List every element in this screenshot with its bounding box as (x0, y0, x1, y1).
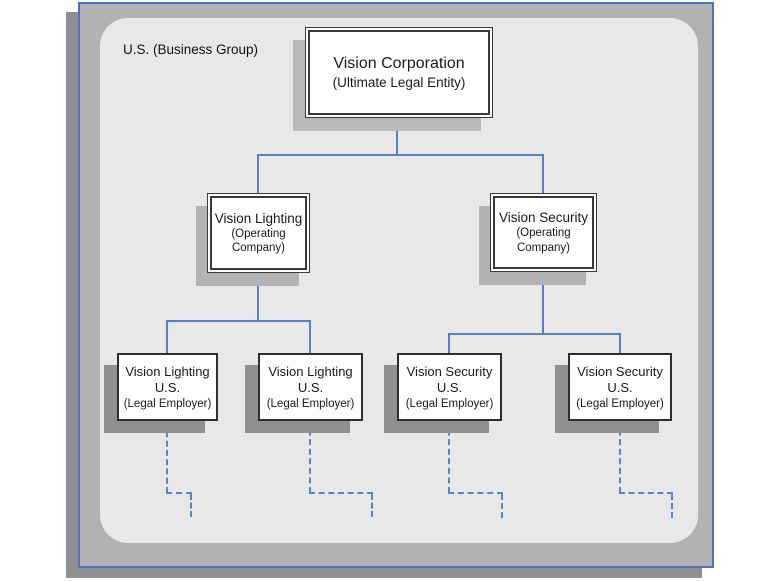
dashed-connector (166, 492, 192, 494)
node-vision-security-us-2: Vision Security U.S. (Legal Employer) (568, 353, 672, 421)
dashed-connector (619, 420, 621, 493)
node-title: Vision Corporation (333, 55, 465, 72)
node-vision-security-us-1: Vision Security U.S. (Legal Employer) (397, 353, 502, 421)
connector-line (542, 272, 544, 333)
node-subtitle: (Legal Employer) (576, 398, 664, 411)
connector-line (396, 118, 398, 155)
node-subtitle: (Legal Employer) (266, 398, 355, 411)
dashed-connector (309, 492, 373, 494)
connector-line (166, 320, 168, 353)
dashed-connector (671, 494, 673, 518)
dashed-connector (309, 420, 311, 493)
node-title: Vision Security (498, 210, 589, 226)
connector-line (309, 320, 311, 353)
node-title: Vision Lighting (214, 210, 303, 226)
dashed-connector (448, 492, 503, 494)
connector-line (257, 273, 259, 320)
node-vision-security: Vision Security (Operating Company) (490, 193, 597, 272)
node-vision-corporation: Vision Corporation (Ultimate Legal Entit… (305, 27, 493, 118)
connector-line (619, 333, 621, 353)
dashed-connector (190, 494, 192, 517)
node-subtitle: (Operating Company) (231, 227, 286, 254)
node-title: Vision Security U.S. (406, 363, 493, 395)
node-title: Vision Lighting U.S. (125, 363, 210, 395)
dashed-connector (619, 492, 673, 494)
node-subtitle: (Operating Company) (516, 227, 571, 254)
node-vision-lighting: Vision Lighting (Operating Company) (207, 193, 310, 273)
node-vision-lighting-us-2: Vision Lighting U.S. (Legal Employer) (258, 353, 363, 421)
connector-line (542, 154, 544, 193)
dashed-connector (448, 420, 450, 493)
dashed-connector (166, 422, 168, 493)
node-title: Vision Lighting U.S. (268, 363, 353, 395)
node-subtitle: (Legal Employer) (405, 398, 494, 411)
connector-line (448, 333, 450, 353)
node-subtitle: (Legal Employer) (123, 398, 212, 411)
business-group-label: U.S. (Business Group) (123, 42, 259, 57)
node-subtitle: (Ultimate Legal Entity) (332, 75, 466, 90)
connector-line (166, 320, 311, 322)
dashed-connector (501, 494, 503, 518)
connector-line (257, 154, 544, 156)
connector-line (257, 154, 259, 193)
node-title: Vision Security U.S. (577, 363, 663, 395)
node-vision-lighting-us-1: Vision Lighting U.S. (Legal Employer) (117, 353, 218, 421)
connector-line (448, 333, 621, 335)
dashed-connector (371, 494, 373, 517)
